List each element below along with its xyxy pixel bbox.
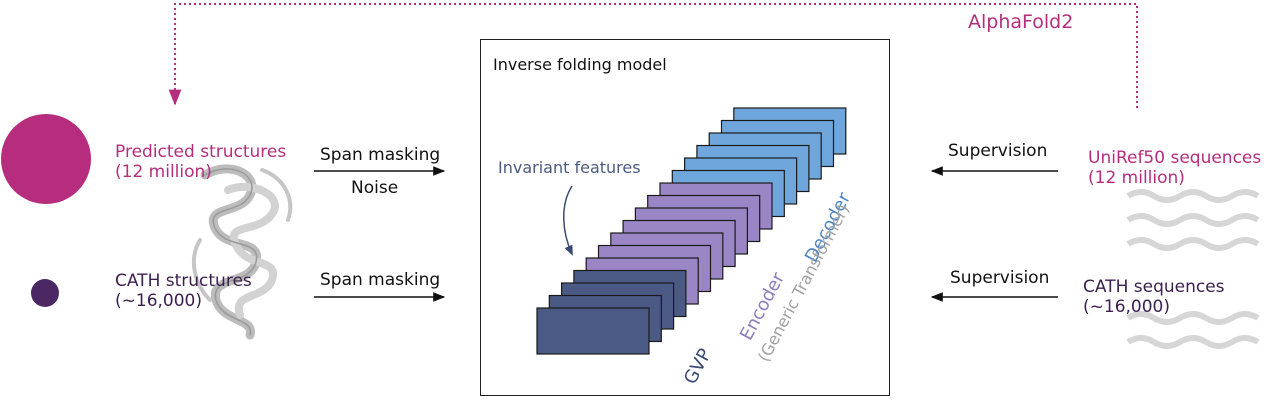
uniref50-sequences-label: UniRef50 sequences (12 million): [1088, 148, 1261, 188]
model-title: Inverse folding model: [493, 55, 667, 75]
noise-label: Noise: [351, 178, 398, 198]
supervision-label-top: Supervision: [948, 141, 1047, 161]
predicted-structures-circle: [1, 114, 91, 204]
sequence-waves-icon: [1128, 192, 1258, 346]
cath-structures-circle: [31, 279, 59, 307]
predicted-structures-label: Predicted structures (12 million): [115, 142, 286, 182]
span-masking-label-top: Span masking: [320, 145, 440, 165]
cath-structures-line1: CATH structures: [115, 271, 252, 291]
cath-sequences-label: CATH sequences (~16,000): [1083, 277, 1225, 317]
span-masking-label-bottom: Span masking: [320, 270, 440, 290]
cath-structures-label: CATH structures (~16,000): [115, 271, 252, 311]
uniref50-line1: UniRef50 sequences: [1088, 148, 1261, 168]
alphafold-label: AlphaFold2: [968, 12, 1073, 32]
invariant-features-label: Invariant features: [498, 158, 641, 178]
uniref50-line2: (12 million): [1088, 168, 1261, 188]
cath-sequences-line1: CATH sequences: [1083, 277, 1225, 297]
cath-structures-line2: (~16,000): [115, 291, 252, 311]
supervision-label-bottom: Supervision: [950, 268, 1049, 288]
cath-sequences-line2: (~16,000): [1083, 297, 1225, 317]
predicted-structures-line2: (12 million): [115, 162, 286, 182]
predicted-structures-line1: Predicted structures: [115, 142, 286, 162]
